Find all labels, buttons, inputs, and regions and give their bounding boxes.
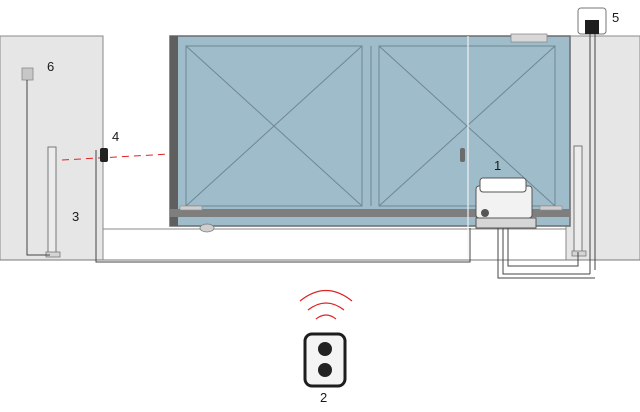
key-selector-icon <box>21 67 34 81</box>
photocell-beam <box>61 153 171 161</box>
callout-control-unit: 5 <box>612 10 620 25</box>
callout-remote: 2 <box>320 390 328 405</box>
gate-panel-left <box>185 45 363 207</box>
callout-key-selector: 6 <box>47 59 55 74</box>
left-post <box>47 146 57 254</box>
photocell-icon <box>100 148 108 162</box>
radio-signal-icon <box>299 289 353 320</box>
gate-motor <box>475 177 537 229</box>
gate-handle <box>460 148 465 162</box>
gate-wheel <box>199 223 215 233</box>
callout-photocell: 4 <box>112 129 120 144</box>
gate-top-guide <box>510 33 548 43</box>
right-post <box>573 145 583 253</box>
callout-photocell-post: 3 <box>72 209 80 224</box>
callout-motor: 1 <box>494 158 502 173</box>
remote-control-icon <box>303 332 347 388</box>
gate-panel-right <box>378 45 556 207</box>
gate-rack-rail <box>170 209 570 217</box>
